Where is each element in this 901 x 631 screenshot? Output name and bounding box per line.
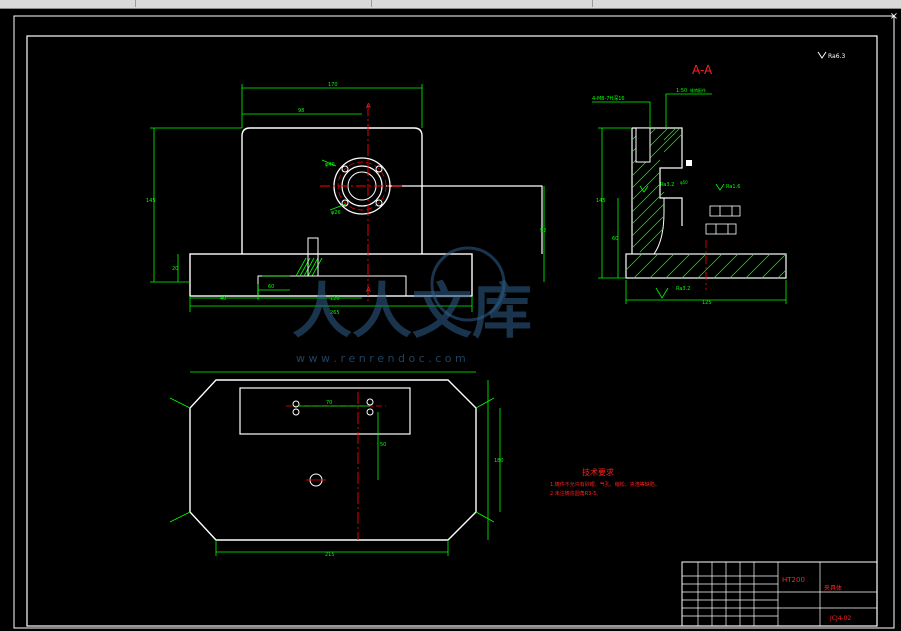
note-taper-pin: 锥销配作 bbox=[690, 87, 706, 93]
dim-20: 20 bbox=[172, 266, 178, 272]
section-view-a-a: A-A 4-M8-7H深16 1:50 bbox=[592, 63, 787, 306]
toolbar-segment[interactable] bbox=[136, 0, 372, 7]
toolbar-segment[interactable] bbox=[0, 0, 136, 7]
upright-outline bbox=[241, 127, 423, 254]
app-toolbar-strip bbox=[0, 0, 901, 9]
tech-req-title: 技术要求 bbox=[582, 467, 614, 477]
top-view-holes bbox=[292, 398, 374, 487]
dim-145: 145 bbox=[146, 198, 156, 204]
dim-phi40: φ40 bbox=[325, 162, 335, 168]
dim-125: 125 bbox=[702, 300, 712, 306]
section-mark-bottom: A bbox=[366, 286, 371, 294]
section-upright-outline bbox=[632, 127, 683, 226]
watermark-url: w w w . r e n r e n d o c . c o m bbox=[296, 352, 466, 365]
locating-pin bbox=[307, 237, 319, 277]
datum-marker bbox=[686, 160, 692, 166]
bolt-holes bbox=[341, 165, 383, 207]
upright-top-outline bbox=[239, 387, 411, 435]
watermark-brand: 人人文库 bbox=[292, 277, 532, 347]
toolbar-segment[interactable] bbox=[372, 0, 593, 7]
roughness-ra16: Ra1.6 bbox=[726, 184, 740, 190]
title-part-name: 夹具体 bbox=[824, 584, 842, 592]
general-roughness-symbol: Ra6.3 bbox=[817, 51, 845, 60]
front-view: A A φ40 φ26 170 98 145 20 265 120 40 92 … bbox=[146, 82, 546, 316]
roughness-ra32-bottom: Ra3.2 bbox=[676, 286, 690, 292]
outer-border bbox=[13, 15, 895, 629]
inner-border bbox=[26, 35, 878, 627]
section-label: A-A bbox=[692, 63, 713, 77]
dim-170: 170 bbox=[328, 82, 338, 88]
dim-60: 60 bbox=[268, 284, 274, 290]
dim-50: 50 bbox=[380, 442, 386, 448]
section-base-hatch bbox=[625, 253, 787, 279]
dim-215: 215 bbox=[325, 552, 335, 558]
dim-phi50: φ50 bbox=[680, 180, 688, 185]
roughness-ra32-side: Ra3.2 bbox=[660, 182, 674, 188]
tech-req-line-1: 1.铸件不允许有砂眼、气孔、缩松、夹渣等缺陷。 bbox=[550, 481, 660, 488]
roughness-general-text: Ra6.3 bbox=[828, 53, 845, 60]
pin-hatch bbox=[295, 257, 323, 277]
dim-92: 92 bbox=[540, 228, 546, 234]
top-view: 215 70 180 50 bbox=[169, 371, 504, 558]
watermark: 人人文库 w w w . r e n r e n d o c . c o m bbox=[292, 246, 532, 365]
technical-requirements: 技术要求 1.铸件不允许有砂眼、气孔、缩松、夹渣等缺陷。 2.未注铸造圆角R3-… bbox=[550, 467, 660, 497]
tolerance-frames bbox=[705, 205, 741, 235]
base-top-outline bbox=[189, 379, 477, 541]
dim-phi26: φ26 bbox=[331, 210, 341, 216]
tech-req-line-2: 2.未注铸造圆角R3-5。 bbox=[550, 490, 601, 497]
dim-70: 70 bbox=[326, 400, 332, 406]
section-mark-top: A bbox=[366, 102, 371, 110]
dim-180: 180 bbox=[494, 458, 504, 464]
dim-145-section: 145 bbox=[596, 198, 606, 204]
dim-120: 120 bbox=[330, 296, 340, 302]
title-material: HT200 bbox=[782, 576, 805, 584]
right-rib-outline bbox=[386, 185, 543, 254]
title-drawing-no: JCJ4-02 bbox=[829, 615, 852, 622]
note-thread: 4-M8-7H深16 bbox=[592, 95, 625, 102]
dim-265: 265 bbox=[330, 310, 340, 316]
title-block: HT200 夹具体 JCJ4-02 bbox=[681, 561, 878, 627]
base-plate-outline bbox=[189, 253, 473, 297]
threaded-hole-section bbox=[635, 127, 651, 163]
dim-60-section: 60 bbox=[612, 236, 618, 242]
note-taper: 1:50 bbox=[676, 88, 687, 94]
dim-98: 98 bbox=[298, 108, 304, 114]
front-dimension-lines bbox=[150, 84, 545, 312]
dim-40: 40 bbox=[220, 296, 226, 302]
